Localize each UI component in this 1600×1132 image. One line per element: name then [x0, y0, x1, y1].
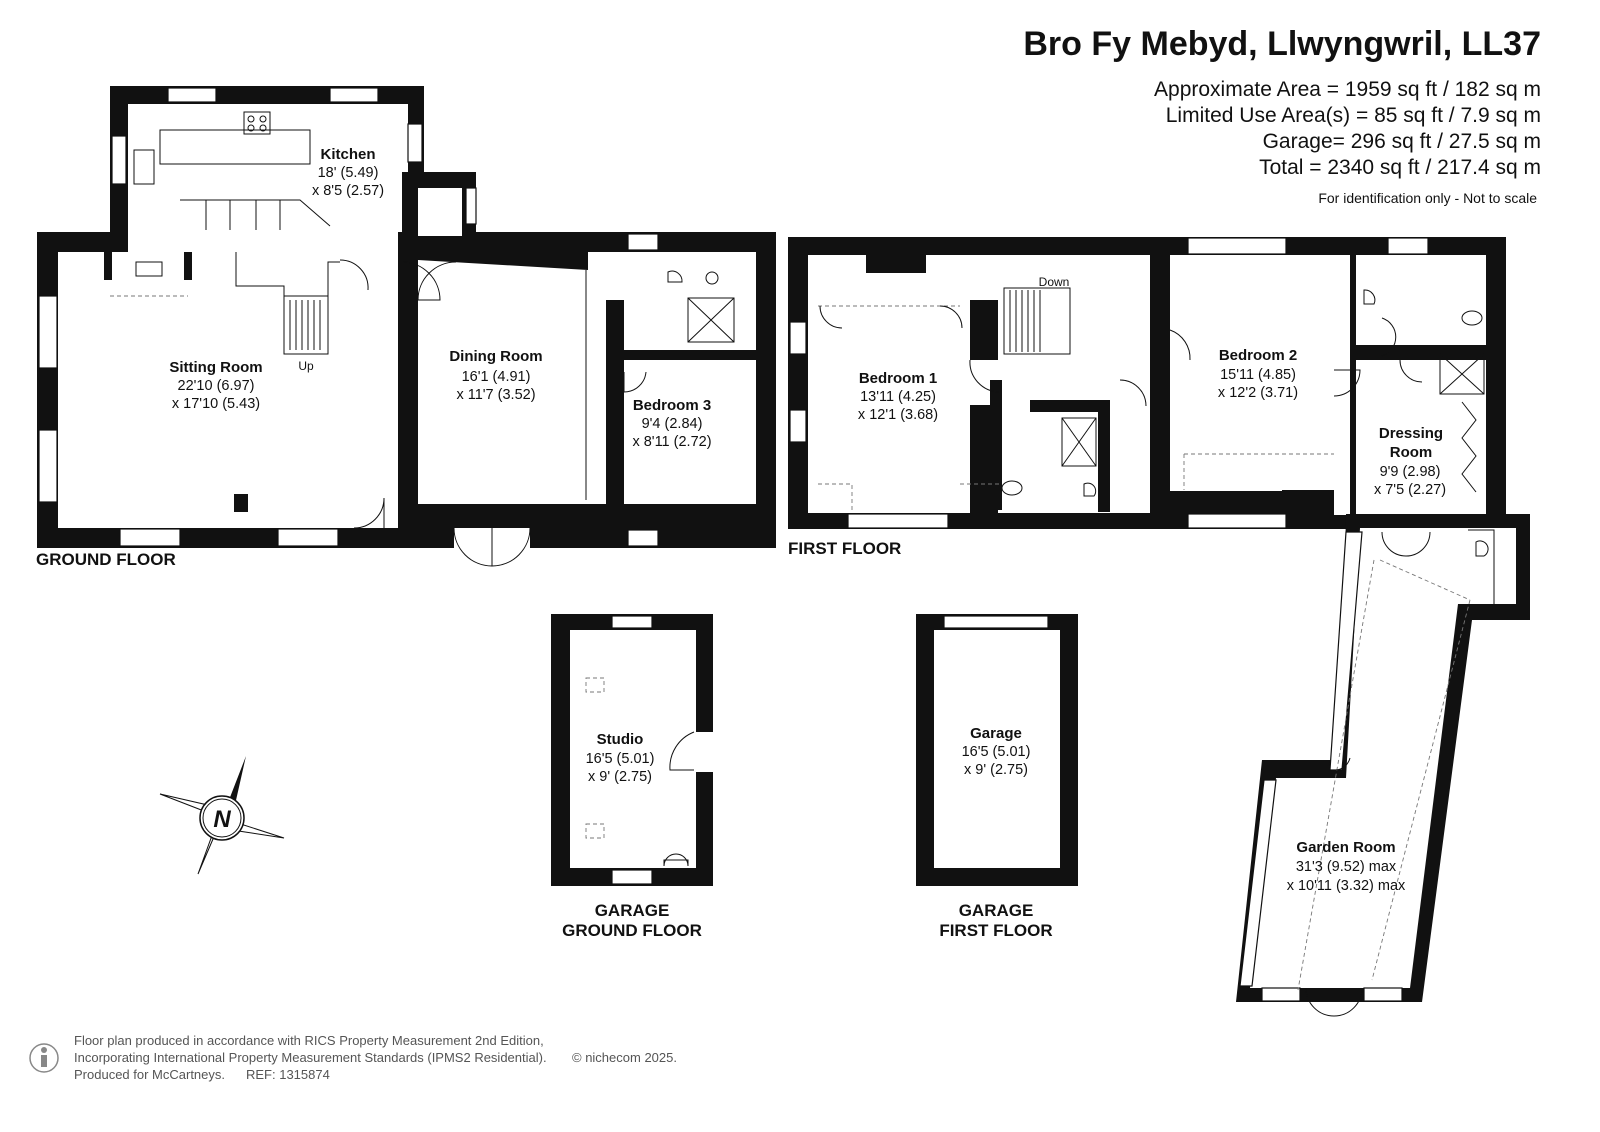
bedroom1-floor: [808, 255, 970, 513]
kitchen-name: Kitchen: [320, 146, 375, 163]
garage-dim1: 16'5 (5.01): [962, 744, 1031, 760]
sitting-room-dim2: x 17'10 (5.43): [172, 396, 260, 412]
stairs-up-label: Up: [298, 359, 314, 373]
footer-line-1: Floor plan produced in accordance with R…: [74, 1033, 544, 1048]
bedroom3-dim1: 9'4 (2.84): [642, 416, 703, 432]
dressing-room-dim1: 9'9 (2.98): [1380, 464, 1441, 480]
garden-room-name: Garden Room: [1296, 839, 1395, 856]
kitchen-floor: [128, 104, 408, 242]
studio-name: Studio: [597, 731, 644, 748]
compass-north-letter: N: [213, 806, 231, 833]
kitchen-dim2: x 8'5 (2.57): [312, 183, 384, 199]
person-icon: [29, 1043, 59, 1073]
scale-note: For identification only - Not to scale: [1318, 190, 1537, 206]
sitting-room-dim1: 22'10 (6.97): [178, 378, 255, 394]
garage-name: Garage: [970, 725, 1022, 742]
studio-dim1: 16'5 (5.01): [586, 751, 655, 767]
studio-plan: [551, 614, 714, 886]
garden-room-plan: [1236, 514, 1530, 1017]
footer-copyright: © nichecom 2025.: [572, 1050, 677, 1065]
area-garage: Garage= 296 sq ft / 27.5 sq m: [1263, 130, 1541, 153]
dressing-room-name-1: Dressing: [1379, 425, 1443, 442]
dining-room-name: Dining Room: [449, 348, 542, 365]
dressing-room-name-2: Room: [1390, 444, 1433, 461]
garage-plan: [916, 614, 1078, 886]
ground-floor-plan: [37, 86, 776, 567]
studio-dim2: x 9' (2.75): [588, 769, 652, 785]
bedroom3-dim2: x 8'11 (2.72): [632, 434, 711, 450]
dining-room-dim1: 16'1 (4.91): [462, 369, 531, 385]
garage-first-label-2: FIRST FLOOR: [939, 921, 1052, 940]
bedroom2-floor: [1170, 255, 1334, 491]
dining-room-dim2: x 11'7 (3.52): [456, 387, 535, 403]
footer-reference: REF: 1315874: [246, 1067, 330, 1082]
dressing-room-floor: [1356, 360, 1486, 518]
bedroom1-dim1: 13'11 (4.25): [860, 389, 936, 405]
footer-produced-for: Produced for McCartneys.: [74, 1067, 225, 1082]
garden-room-dim1: 31'3 (9.52) max: [1296, 859, 1397, 875]
ensuite-first-floor: [1352, 255, 1486, 345]
first-floor-label: FIRST FLOOR: [788, 539, 901, 558]
area-limited-use: Limited Use Area(s) = 85 sq ft / 7.9 sq …: [1166, 104, 1541, 127]
kitchen-dim1: 18' (5.49): [318, 165, 379, 181]
area-total: Total = 2340 sq ft / 217.4 sq m: [1259, 156, 1541, 179]
area-approx: Approximate Area = 1959 sq ft / 182 sq m: [1154, 78, 1541, 101]
dressing-room-dim2: x 7'5 (2.27): [1374, 482, 1446, 498]
bedroom2-dim2: x 12'2 (3.71): [1218, 385, 1298, 401]
footer-line-2: Incorporating International Property Mea…: [74, 1050, 547, 1065]
garage-dim2: x 9' (2.75): [964, 762, 1028, 778]
bathroom-floor: [998, 405, 1098, 513]
bedroom1-dim2: x 12'1 (3.68): [858, 407, 938, 423]
first-floor-plan: [788, 237, 1506, 529]
sitting-room-name: Sitting Room: [169, 359, 262, 376]
dining-room-floor: [418, 252, 588, 504]
bedroom1-name: Bedroom 1: [859, 370, 937, 387]
ensuite-ground-floor: [622, 252, 756, 350]
compass-rose: [159, 756, 285, 875]
sitting-room-floor: [58, 252, 402, 528]
bedroom3-name: Bedroom 3: [633, 397, 711, 414]
ground-floor-label: GROUND FLOOR: [36, 550, 176, 569]
garage-ground-label-1: GARAGE: [595, 901, 670, 920]
stairs-down-label: Down: [1039, 275, 1070, 289]
garage-ground-label-2: GROUND FLOOR: [562, 921, 702, 940]
bedroom3-floor: [622, 360, 756, 504]
bedroom2-name: Bedroom 2: [1219, 347, 1297, 364]
property-title: Bro Fy Mebyd, Llwyngwril, LL37: [1023, 25, 1541, 63]
garden-room-dim2: x 10'11 (3.32) max: [1287, 878, 1406, 894]
bedroom2-dim1: 15'11 (4.85): [1220, 367, 1296, 383]
garage-first-label-1: GARAGE: [959, 901, 1034, 920]
